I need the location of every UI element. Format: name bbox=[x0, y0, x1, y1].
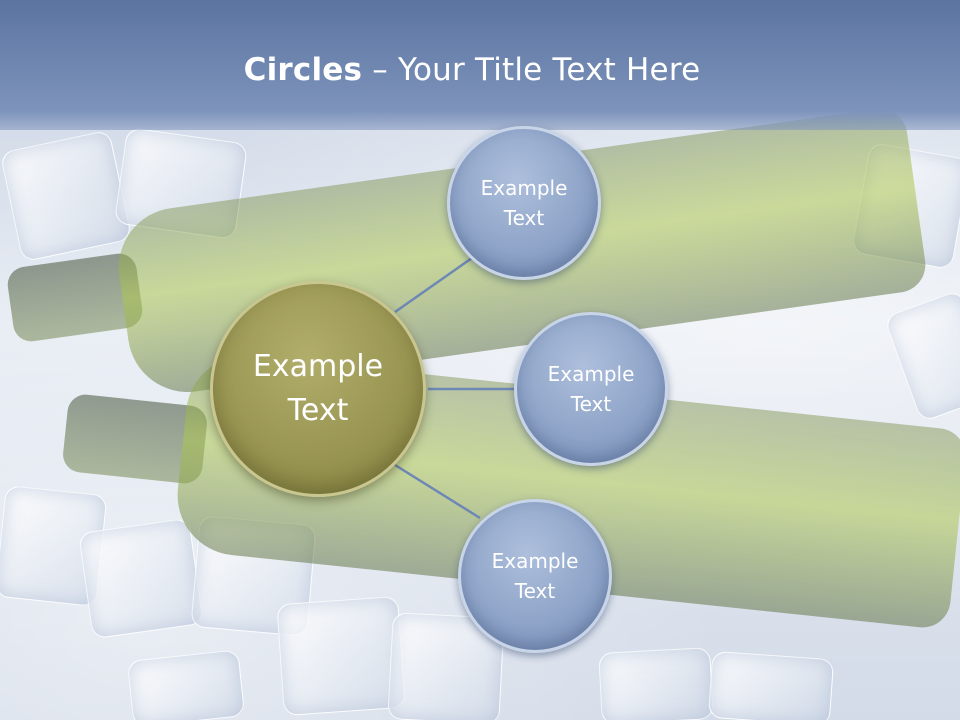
center-circle-label: Example Text bbox=[252, 349, 384, 428]
title-rest: – Your Title Text Here bbox=[362, 52, 701, 88]
connector-line bbox=[394, 463, 481, 520]
center-circle[interactable]: Example Text bbox=[210, 281, 426, 497]
satellite-circle-top[interactable]: Example Text bbox=[447, 126, 601, 280]
connector-line bbox=[394, 256, 473, 314]
satellite-label: Example Text bbox=[491, 549, 579, 603]
satellite-circle-middle[interactable]: Example Text bbox=[514, 312, 668, 466]
title-bold: Circles bbox=[243, 52, 363, 88]
satellite-circle-bottom[interactable]: Example Text bbox=[458, 499, 612, 653]
satellite-label: Example Text bbox=[480, 176, 568, 230]
satellite-label: Example Text bbox=[547, 362, 635, 416]
slide-title: Circles – Your Title Text Here bbox=[0, 52, 944, 88]
title-bar bbox=[0, 0, 960, 130]
